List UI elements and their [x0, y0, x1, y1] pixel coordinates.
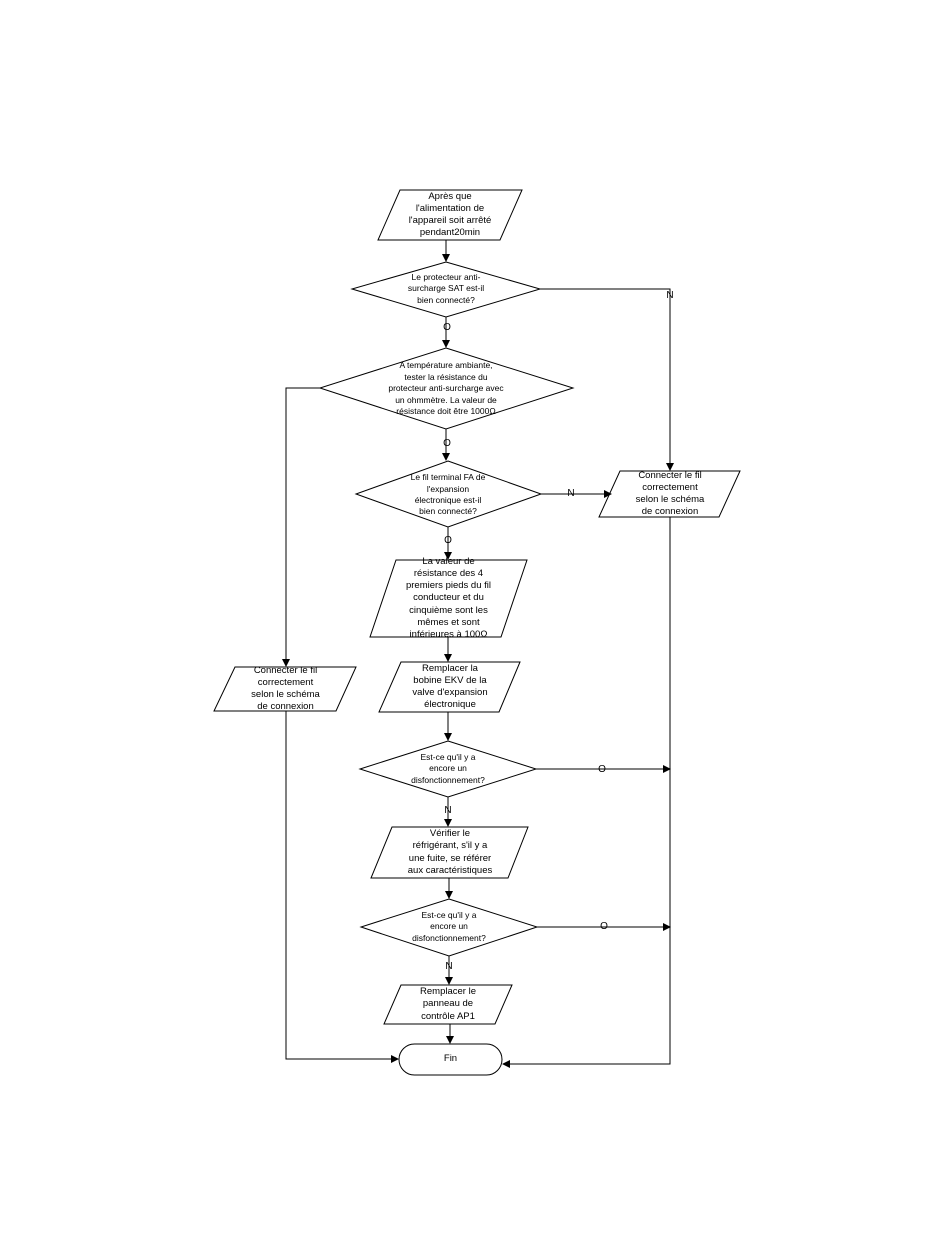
edge-sat-no-to-connect-right	[540, 288, 674, 471]
edge-test-fail-to-connect-left	[282, 387, 320, 667]
end-shape	[398, 1043, 503, 1076]
check-refrigerant-shape	[370, 826, 529, 879]
replace-ekv-shape	[378, 661, 521, 713]
edge-label-fa-no: N	[567, 488, 575, 499]
check-refrigerant-label: Vérifier le réfrigérant, s'il y a une fu…	[407, 828, 493, 876]
edge-label-sat-yes: O	[443, 322, 451, 333]
decision-fa-label: Le fil terminal FA de l'expansion électr…	[410, 472, 486, 517]
decision-sat-label: Le protecteur anti- surcharge SAT est-il…	[407, 271, 485, 305]
replace-ekv-label: Remplacer la bobine EKV de la valve d'ex…	[412, 662, 488, 711]
edge-label-malf2-no: N	[445, 961, 453, 972]
connect-left-label: Connecter le fil correctement selon le s…	[251, 664, 320, 713]
start-label: Après que l'alimentation de l'appareil s…	[408, 190, 492, 239]
edge-label-test-yes: O	[443, 438, 451, 449]
edge-label-fa-yes: O	[444, 535, 452, 546]
connect-right-label: Connecter le fil correctement selon le s…	[635, 469, 705, 518]
replace-ap1-shape	[383, 984, 513, 1025]
connect-right-shape	[598, 470, 741, 518]
process-test-resistance-label: A température ambiante, tester la résist…	[388, 360, 504, 417]
decision-malf2-label: Est-ce qu'il y a encore un disfonctionne…	[412, 909, 486, 943]
resistance-value-shape	[369, 559, 528, 638]
edge-label-malf1-yes: O	[598, 764, 606, 775]
resistance-value-label: La valeur de résistance des 4 premiers p…	[405, 555, 491, 640]
connect-left-shape	[213, 666, 357, 712]
edge-label-malf1-no: N	[444, 805, 452, 816]
end-label: Fin	[443, 1053, 458, 1065]
edge-right-rail-to-end	[502, 517, 671, 1068]
start-shape	[377, 189, 523, 241]
replace-ap1-label: Remplacer le panneau de contrôle AP1	[420, 986, 476, 1022]
edge-label-sat-no: N	[666, 290, 674, 301]
decision-malf1-label: Est-ce qu'il y a encore un disfonctionne…	[411, 751, 485, 785]
edge-connect-left-to-end	[285, 711, 399, 1063]
edge-label-malf2-yes: O	[600, 921, 608, 932]
